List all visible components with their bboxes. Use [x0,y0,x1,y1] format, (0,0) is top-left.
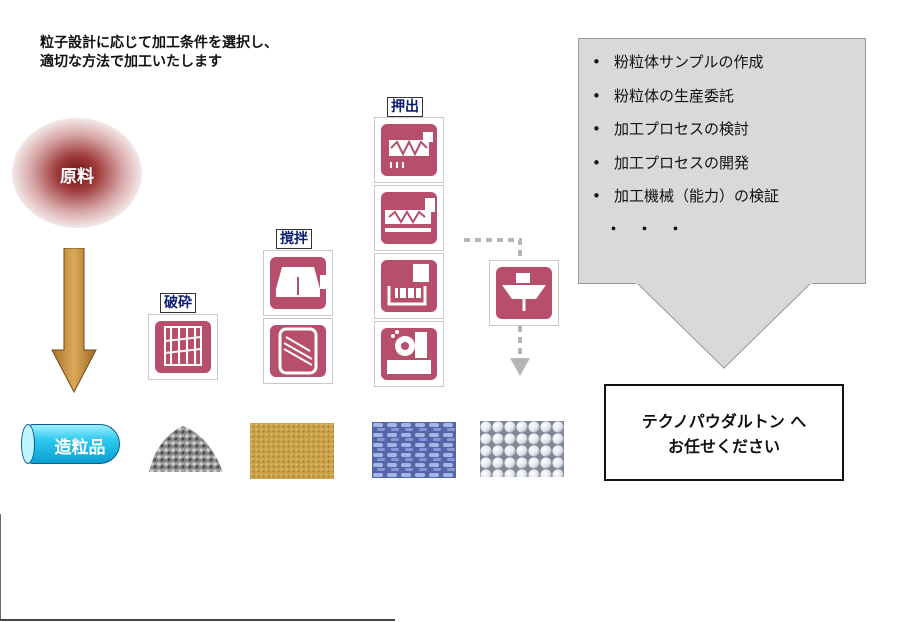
dotted-arrow-icon [464,238,530,376]
sample-gray-granules-image [143,420,227,476]
down-arrow-icon [51,248,97,394]
cta-line-1: テクノパウダルトン へ [641,412,807,431]
raw-material-label: 原料 [60,167,94,187]
service-item: 加工プロセスの開発 [588,147,858,181]
services-list: 粉粒体サンプルの作成 粉粒体の生産委託 加工プロセスの検討 加工プロセスの開発 … [588,46,858,214]
sample-blue-pellets-image [372,422,456,478]
cta-box: テクノパウダルトン へ お任せください [604,384,844,481]
process-label-crushing: 破砕 [160,293,196,313]
bottom-border-line [0,619,395,621]
cta-line-2: お任せください [667,437,780,456]
left-border-line [0,514,1,620]
process-label-extrusion: 押出 [387,97,423,117]
stirring-drum-icon [263,318,333,384]
horizontal-extruder-icon [374,185,444,251]
service-item: 粉粒体サンプルの作成 [588,46,858,80]
process-label-stirring: 撹拌 [276,229,312,249]
headline-line-2: 適切な方法で加工いたします [40,54,222,70]
screw-extruder-icon [374,117,444,183]
crusher-icon [148,314,218,380]
spheronizer-icon [489,260,559,326]
sample-white-beads-image [480,421,564,477]
service-item: 粉粒体の生産委託 [588,80,858,114]
service-item: 加工機械（能力）の検証 [588,180,858,214]
callout-down-arrow-icon [636,282,812,369]
pellet-machine-icon [374,321,444,387]
headline-line-1: 粒子設計に応じて加工条件を選択し、 [40,35,278,51]
service-item: 加工プロセスの検討 [588,113,858,147]
mixer-hood-icon [263,250,333,316]
raw-material-circle [12,118,142,228]
services-ellipsis: ・・・ [606,220,700,238]
sample-tan-powder-image [250,423,334,479]
vertical-extruder-icon [374,253,444,319]
product-label: 造粒品 [54,438,106,458]
product-cylinder [21,424,120,464]
headline: 粒子設計に応じて加工条件を選択し、 適切な方法で加工いたします [40,34,278,72]
